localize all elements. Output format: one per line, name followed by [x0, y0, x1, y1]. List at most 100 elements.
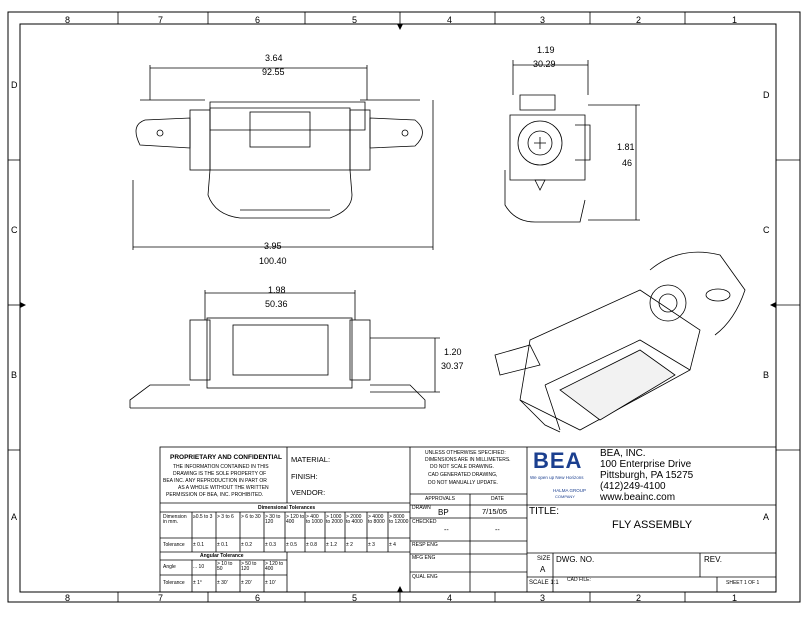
inner-frame	[19, 23, 777, 593]
zone-top-5: 5	[352, 15, 358, 25]
dim-cell-4: > 30 to 120	[265, 514, 281, 525]
tol-cell-5: ± 0.5	[286, 542, 298, 548]
cad-file-label: CAD FILE:	[567, 577, 591, 583]
center-mark-top	[397, 24, 403, 30]
mfg-eng-label: MFG ENG	[412, 555, 436, 561]
company-web: www.beainc.com	[600, 492, 676, 503]
tol-cell-3: ± 0.2	[241, 542, 253, 548]
proprietary-line-5: PERMISSION OF BEA, INC. PROHIBITED.	[166, 492, 264, 498]
dim-front-width-in: 1.98	[268, 285, 286, 295]
company-address-1: 100 Enterprise Drive	[600, 459, 692, 470]
zone-top-4: 4	[447, 15, 453, 25]
ang-tol-1: ± 1°	[193, 580, 202, 586]
dim-cell-label: Dimension in mm.	[163, 514, 187, 525]
ang-cell-3: > 50 to 120	[241, 561, 257, 572]
note-2: DIMENSIONS ARE IN MILLIMETERS.	[425, 457, 511, 463]
qual-eng-label: QUAL ENG	[412, 574, 438, 580]
zone-bottom-4: 4	[447, 593, 453, 603]
dim-bottom-width-in: 3.95	[264, 241, 282, 251]
tol-cell-6: ± 0.8	[306, 542, 318, 548]
rev-label: REV.	[704, 555, 722, 564]
zone-right-c: C	[763, 225, 770, 235]
ang-tol-4: ± 10'	[265, 580, 276, 586]
zone-left-a: A	[11, 512, 18, 522]
company-logo: BEA	[533, 448, 583, 473]
zone-top-1: 1	[732, 15, 738, 25]
outer-frame	[7, 11, 801, 603]
company-group-sub: COMPANY	[555, 494, 575, 499]
dim-bottom-width-mm: 100.40	[259, 256, 287, 266]
proprietary-line-4: AS A WHOLE WITHOUT THE WRITTEN	[178, 485, 269, 491]
title-block-lines	[159, 446, 777, 593]
top-view	[132, 65, 434, 250]
zone-bottom-2: 2	[636, 593, 642, 603]
isometric-view	[494, 251, 746, 433]
material-label: MATERIAL:	[291, 455, 331, 464]
zone-left-c: C	[11, 225, 18, 235]
dim-cell-10: > 8000 to 12000	[389, 514, 409, 525]
dim-cell-7: > 1000 to 2000	[326, 514, 343, 525]
dim-side-height-in: 1.81	[617, 142, 635, 152]
zone-right-a: A	[763, 512, 770, 522]
dim-cell-3: > 6 to 30	[241, 514, 261, 520]
checked-value: --	[444, 527, 449, 534]
dwg-no-label: DWG. NO.	[556, 555, 595, 564]
proprietary-line-1: THE INFORMATION CONTAINED IN THIS	[173, 464, 269, 470]
dim-cell-1: ≥0.5 to 3	[193, 514, 213, 520]
zone-bottom-6: 6	[255, 593, 261, 603]
zone-top-7: 7	[158, 15, 164, 25]
zone-ticks	[8, 12, 800, 602]
tol-cell-7: ± 1.2	[326, 542, 338, 548]
zone-right-b: B	[763, 370, 770, 380]
checked-date: --	[495, 527, 500, 534]
checked-label: CHECKED	[412, 519, 437, 525]
zone-top-2: 2	[636, 15, 642, 25]
dim-tol-header: Dimensional Tolerances	[258, 505, 316, 511]
note-3: DO NOT SCALE DRAWING.	[430, 464, 494, 470]
zone-left-d: D	[11, 80, 18, 90]
dim-top-width-in: 3.64	[265, 53, 283, 63]
ang-tol-header: Angular Tolerance	[200, 553, 244, 559]
zone-bottom-3: 3	[540, 593, 546, 603]
zone-bottom-1: 1	[732, 593, 738, 603]
note-5: DO NOT MANUALLY UPDATE.	[428, 480, 498, 486]
dim-cell-9: > 4000 to 8000	[368, 514, 385, 525]
approvals-label: APPROVALS	[425, 496, 455, 502]
tol-cell-4: ± 0.3	[265, 542, 277, 548]
resp-eng-label: RESP ENG	[412, 542, 438, 548]
size-value: A	[540, 565, 546, 574]
proprietary-title: PROPRIETARY AND CONFIDENTIAL	[170, 454, 282, 461]
dim-front-height-mm: 30.37	[441, 361, 464, 371]
dim-side-height-mm: 46	[622, 158, 633, 168]
company-address-2: Pittsburgh, PA 15275	[600, 470, 694, 481]
finish-label: FINISH:	[291, 472, 318, 481]
dim-cell-8: > 2000 to 4000	[346, 514, 363, 525]
title-label: TITLE:	[529, 506, 560, 517]
ang-cell-4: > 120 to 400	[265, 561, 284, 572]
side-view	[504, 60, 640, 223]
ang-tol-3: ± 20'	[241, 580, 252, 586]
date-label: DATE	[491, 496, 504, 502]
zone-bottom-7: 7	[158, 593, 164, 603]
zone-right-d: D	[763, 90, 770, 100]
dim-front-width-mm: 50.36	[265, 299, 288, 309]
proprietary-line-2: DRAWING IS THE SOLE PROPERTY OF	[173, 471, 267, 477]
dim-side-width-mm: 30.29	[533, 59, 556, 69]
drawn-value: BP	[438, 508, 449, 517]
company-phone: (412)249-4100	[600, 481, 666, 492]
tol-cell-8: ± 2	[346, 542, 353, 548]
center-mark-left	[20, 302, 26, 308]
zone-top-8: 8	[65, 15, 71, 25]
dim-cell-6: > 400 to 1000	[306, 514, 323, 525]
company-tagline: We open up New Horizons	[530, 475, 584, 480]
company-group: HALMA GROUP	[553, 488, 587, 493]
center-mark-bottom	[397, 586, 403, 592]
front-view	[129, 290, 440, 409]
center-mark-right	[770, 302, 776, 308]
note-4: CAD GENERATED DRAWING,	[428, 472, 498, 478]
zone-bottom-5: 5	[352, 593, 358, 603]
sheet-label: SHEET 1 OF 1	[726, 580, 760, 586]
ang-tol-label: Tolerance	[163, 580, 185, 586]
drawn-date: 7/15/05	[482, 507, 508, 516]
tol-cell-10: ± 4	[389, 542, 396, 548]
